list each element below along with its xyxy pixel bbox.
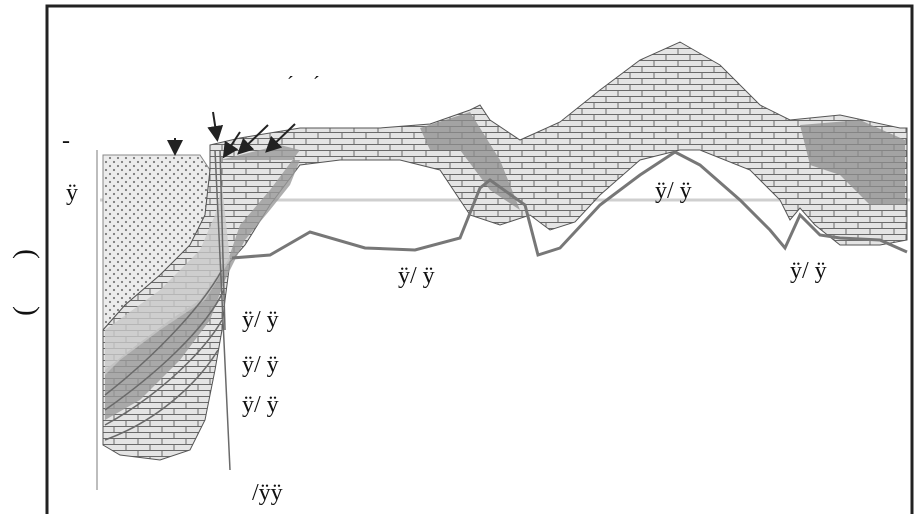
arrow-2 (207, 111, 224, 142)
top-tick-1: ´ (287, 73, 294, 95)
section-label-left-1: ÿ/ ÿ (242, 307, 279, 333)
side-paren-bottom: ) (12, 306, 45, 316)
strata-lines (104, 149, 231, 471)
section-label-left-3: ÿ/ ÿ (242, 392, 279, 418)
left-dash: - (62, 128, 70, 154)
frame-border (45, 4, 914, 514)
section-label-middle: ÿ/ ÿ (398, 263, 435, 289)
arrow-markers (167, 111, 296, 159)
section-label-left-bottom: /ÿÿ (252, 480, 283, 506)
shaded-band-2 (800, 120, 905, 205)
section-label-right-bottom: ÿ/ ÿ (790, 258, 827, 284)
shaded-band-3 (105, 145, 300, 420)
shaded-band-4 (105, 185, 230, 375)
arrow-5 (265, 123, 296, 153)
shaded-band-1 (420, 112, 520, 210)
side-paren-top: ( (12, 249, 45, 259)
arrow-3 (222, 131, 241, 159)
arrow-4 (237, 124, 269, 155)
brick-strata-band (102, 41, 908, 461)
section-label-right-top: ÿ/ ÿ (655, 178, 692, 204)
profile-line (231, 150, 908, 260)
section-label-left-2: ÿ/ ÿ (242, 352, 279, 378)
top-tick-2: ´ (313, 73, 320, 95)
left-y-label: ÿ (66, 180, 78, 206)
